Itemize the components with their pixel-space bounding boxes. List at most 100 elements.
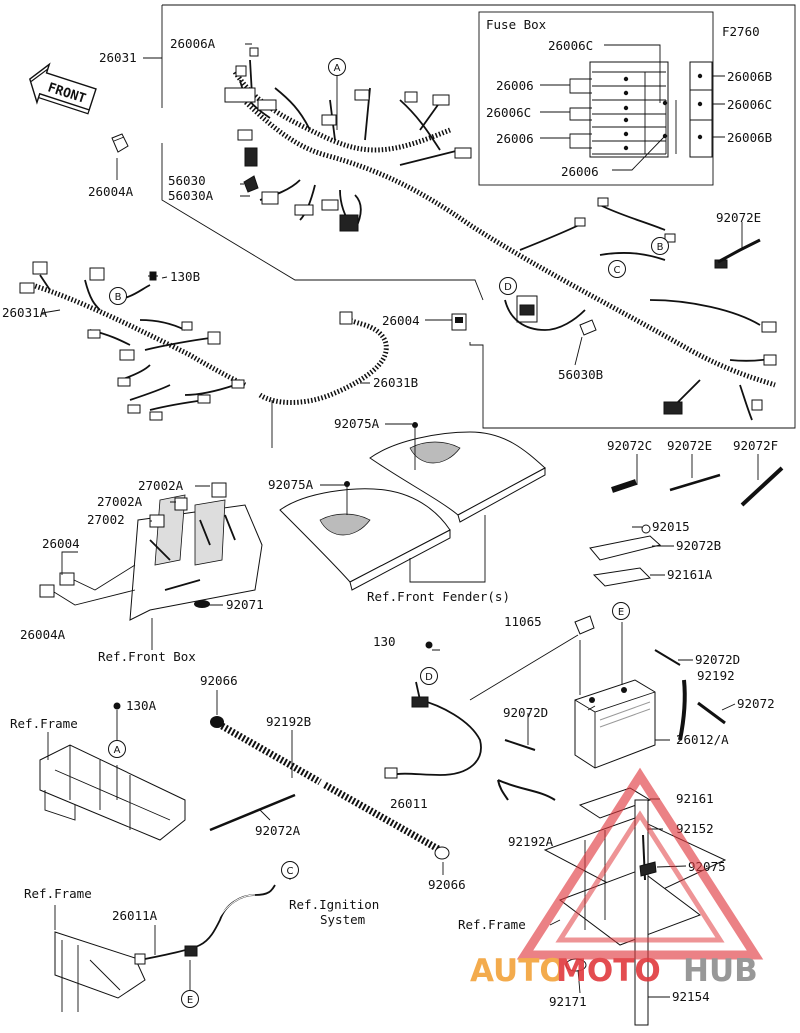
- label-92192a: 92192A: [508, 834, 554, 849]
- callout-b-left: B: [109, 287, 127, 305]
- fuse-label-26006b-2: 26006B: [727, 130, 772, 145]
- label-92072a: 92072A: [255, 823, 301, 838]
- svg-text:B: B: [657, 242, 664, 253]
- connector-26004a-left: [39, 584, 55, 598]
- label-130: 130: [373, 634, 396, 649]
- battery-hold-92072b: [589, 535, 662, 561]
- callout-a-top: A: [328, 58, 346, 76]
- ref-frame-1: Ref.Frame: [10, 716, 78, 731]
- label-26004a-top: 26004A: [88, 184, 134, 199]
- label-92192b: 92192B: [266, 714, 311, 729]
- fuse-box-frame: [478, 11, 714, 186]
- clip-92075: [639, 861, 657, 877]
- label-92072b: 92072B: [676, 538, 721, 553]
- tube-92192b-lower: [323, 781, 442, 854]
- label-130a: 130A: [126, 698, 157, 713]
- frame-bottom-left-2: [54, 931, 146, 1012]
- svg-text:C: C: [287, 866, 294, 877]
- svg-text:A: A: [334, 63, 341, 74]
- label-26012a: 26012/A: [676, 732, 729, 747]
- label-92161: 92161: [676, 791, 714, 806]
- fuse-label-26006b-1: 26006B: [727, 69, 772, 84]
- callout-e-battery: E: [612, 602, 630, 620]
- connector-26004: [451, 313, 467, 331]
- label-92072c: 92072C: [607, 438, 652, 453]
- svg-text:A: A: [114, 745, 121, 756]
- label-92066-2: 92066: [428, 877, 466, 892]
- label-26004: 26004: [382, 313, 420, 328]
- tie-92072d-2: [504, 739, 536, 751]
- frame-bottom-left: [39, 744, 186, 841]
- fuse-label-26006c-mid: 26006C: [486, 105, 531, 120]
- fuse-label-26006c-right: 26006C: [727, 97, 772, 112]
- watermark-logo: AUTO MOTO HUB: [470, 767, 764, 989]
- callout-d-cable: D: [420, 667, 438, 685]
- callout-e-frame: E: [181, 990, 199, 1008]
- tie-92072: [697, 701, 726, 725]
- label-92154: 92154: [672, 989, 710, 1004]
- callout-c-ignition: C: [281, 861, 299, 879]
- label-26031a: 26031A: [2, 305, 48, 320]
- ref-ignition-2: System: [320, 912, 365, 927]
- tie-92072f: [740, 466, 784, 507]
- label-11065: 11065: [504, 614, 542, 629]
- ref-ignition-1: Ref.Ignition: [289, 897, 379, 912]
- label-27002: 27002: [87, 512, 125, 527]
- fuse-label-26006-1: 26006: [496, 78, 534, 93]
- cable-26011a: [134, 884, 276, 965]
- label-27002a-2: 27002A: [97, 494, 143, 509]
- label-92071: 92071: [226, 597, 264, 612]
- tie-92072e: [669, 473, 721, 492]
- tie-92072e-top: [717, 238, 761, 264]
- label-92066: 92066: [200, 673, 238, 688]
- label-26011: 26011: [390, 796, 428, 811]
- grommet-92066: [210, 716, 224, 728]
- bolt-130b: [148, 271, 158, 281]
- label-92161a: 92161A: [667, 567, 713, 582]
- label-56030: 56030: [168, 173, 206, 188]
- label-26004a-left: 26004A: [20, 627, 66, 642]
- tube-92192: [678, 679, 687, 741]
- label-92072: 92072: [737, 696, 775, 711]
- figure-code: F2760: [722, 24, 760, 39]
- connector-26004-left: [59, 572, 75, 586]
- cable-26011: [384, 681, 482, 779]
- callout-d-top: D: [499, 277, 517, 295]
- label-92072d: 92072D: [695, 652, 740, 667]
- cap-11065: [574, 615, 595, 635]
- callout-b-top: B: [651, 237, 669, 255]
- tie-92072d: [654, 649, 681, 666]
- front-arrow-icon: FRONT: [29, 62, 97, 115]
- clamp-56030b: [579, 319, 597, 336]
- callout-c-top: C: [608, 260, 626, 278]
- label-92152: 92152: [676, 821, 714, 836]
- label-26031: 26031: [99, 50, 137, 65]
- grommet-92066-2: [434, 846, 450, 860]
- label-26011a: 26011A: [112, 908, 158, 923]
- label-130b: 130B: [170, 269, 200, 284]
- label-56030b: 56030B: [558, 367, 603, 382]
- clamp-56030: [243, 175, 259, 193]
- label-92075a-1: 92075A: [334, 416, 380, 431]
- strap-92154: [634, 799, 649, 1026]
- label-92072d-2: 92072D: [503, 705, 548, 720]
- label-92072e-top: 92072E: [716, 210, 761, 225]
- fuse-label-26006c-top: 26006C: [548, 38, 593, 53]
- ref-frame-3: Ref.Frame: [458, 917, 526, 932]
- svg-text:E: E: [187, 995, 193, 1006]
- main-wiring-harness: [224, 47, 777, 421]
- ref-front-fenders: Ref.Front Fender(s): [367, 589, 510, 604]
- fuse-label-26006-2: 26006: [496, 131, 534, 146]
- fuse-label-26006-3: 26006: [561, 164, 599, 179]
- ref-frame-2: Ref.Frame: [24, 886, 92, 901]
- ref-front-box: Ref.Front Box: [98, 649, 196, 664]
- label-27002a-1: 27002A: [138, 478, 184, 493]
- label-92171: 92171: [549, 994, 587, 1009]
- tie-92072a: [209, 793, 296, 832]
- fuse-box-title: Fuse Box: [486, 17, 547, 32]
- label-92072e: 92072E: [667, 438, 712, 453]
- svg-text:AUTO: AUTO: [470, 953, 566, 989]
- callout-a-frame: A: [108, 740, 126, 758]
